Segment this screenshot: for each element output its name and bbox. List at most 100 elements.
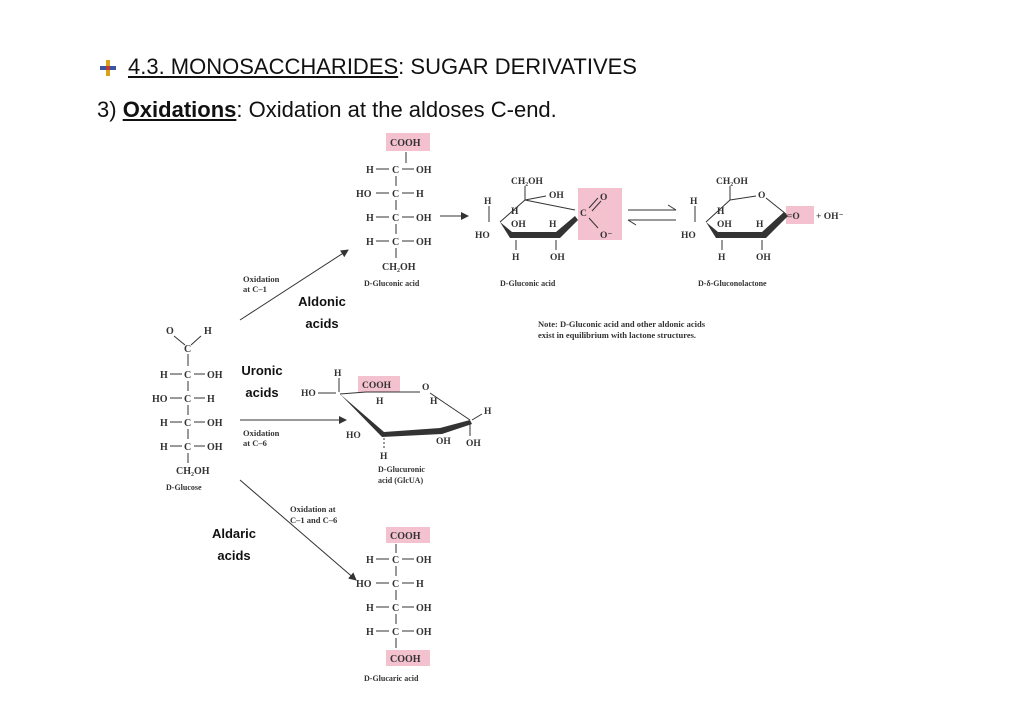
- svg-text:H: H: [366, 603, 374, 614]
- label-aldonic-1: Aldonic: [298, 294, 346, 309]
- svg-text:OH: OH: [207, 442, 223, 453]
- svg-text:H: H: [430, 397, 438, 407]
- glucose-row-2: HO C H: [152, 394, 215, 415]
- glucaric-row-1: H C OH: [366, 555, 432, 576]
- gluconolactone: CH₂OH O H H OH H HO H OH =O + OH⁻ D-δ-Gl…: [681, 177, 844, 288]
- svg-text:OH: OH: [511, 220, 526, 230]
- subtitle-bold: Oxidations: [122, 97, 237, 122]
- svg-text:H: H: [366, 627, 374, 638]
- svg-text:HO: HO: [301, 389, 316, 399]
- title-number: 4.3. MONOSACCHARIDES: [128, 54, 399, 79]
- svg-text:C: C: [184, 394, 191, 405]
- svg-text:H: H: [366, 213, 374, 224]
- svg-text:C: C: [392, 189, 399, 200]
- glucose-h: H: [204, 326, 212, 337]
- lactone-name: D-δ-Gluconolactone: [698, 279, 767, 288]
- svg-text:OH: OH: [756, 253, 771, 263]
- svg-text:C: C: [184, 418, 191, 429]
- equilibrium-arrows: [627, 204, 677, 226]
- svg-text:HO: HO: [346, 431, 361, 441]
- svg-text:H: H: [334, 369, 342, 379]
- svg-text:C: C: [392, 213, 399, 224]
- svg-text:OH: OH: [550, 253, 565, 263]
- svg-text:H: H: [366, 237, 374, 248]
- glucaric-row-3: H C OH: [366, 603, 432, 624]
- arrow-both-line1: Oxidation at: [290, 504, 336, 514]
- svg-text:OH: OH: [207, 370, 223, 381]
- svg-text:H: H: [756, 220, 764, 230]
- svg-text:C: C: [392, 603, 399, 614]
- svg-text:H: H: [416, 189, 424, 200]
- subtitle: 3) Oxidations: Oxidation at the aldoses …: [97, 97, 557, 123]
- svg-text:OH: OH: [416, 165, 432, 176]
- svg-text:H: H: [512, 253, 520, 263]
- svg-text:HO: HO: [475, 231, 490, 241]
- slide-title: 4.3. MONOSACCHARIDES: SUGAR DERIVATIVES: [128, 54, 637, 80]
- gluconic-row-4: H C OH: [366, 237, 432, 258]
- svg-text:C: C: [392, 579, 399, 590]
- svg-text:OH: OH: [416, 555, 432, 566]
- svg-text:OH: OH: [416, 237, 432, 248]
- gluconic-row-2: HO C H: [356, 189, 424, 210]
- glucaric-row-2: HO C H: [356, 579, 424, 600]
- gluconic-bottom: CH₂OH: [382, 262, 416, 273]
- label-uronic-2: acids: [245, 385, 278, 400]
- svg-text:+ OH⁻: + OH⁻: [816, 212, 844, 222]
- svg-text:H: H: [160, 418, 168, 429]
- arrow-c1-line1: Oxidation: [243, 274, 280, 284]
- subtitle-prefix: 3): [97, 97, 123, 122]
- glucaric-row-4: H C OH: [366, 627, 432, 648]
- glucose-row-3: H C OH: [160, 418, 223, 439]
- svg-text:exist in equilibrium with lact: exist in equilibrium with lactone struct…: [538, 330, 696, 340]
- svg-text:OH: OH: [207, 418, 223, 429]
- svg-text:Note: D-Gluconic acid and othe: Note: D-Gluconic acid and other aldonic …: [538, 319, 706, 329]
- svg-text:H: H: [484, 407, 492, 417]
- svg-text:C: C: [392, 627, 399, 638]
- category-labels: Aldonic acids Uronic acids Aldaric acids: [212, 294, 346, 563]
- note-text: Note: D-Gluconic acid and other aldonic …: [538, 319, 706, 340]
- gluconic-ring-ch2oh: CH₂OH: [511, 177, 543, 187]
- svg-text:H: H: [160, 370, 168, 381]
- arrow-both-line2: C–1 and C–6: [290, 515, 337, 525]
- title-rest: : SUGAR DERIVATIVES: [398, 54, 637, 79]
- label-aldaric-1: Aldaric: [212, 526, 256, 541]
- svg-text:OH: OH: [466, 439, 481, 449]
- svg-text:H: H: [718, 253, 726, 263]
- svg-text:H: H: [416, 579, 424, 590]
- glucose-o: O: [166, 326, 174, 337]
- svg-text:C: C: [392, 555, 399, 566]
- glucaric-top: COOH: [390, 531, 421, 542]
- svg-text:O: O: [600, 193, 607, 203]
- svg-text:OH: OH: [416, 213, 432, 224]
- svg-text:OH: OH: [436, 437, 451, 447]
- svg-text:H: H: [380, 452, 388, 462]
- svg-text:C: C: [392, 237, 399, 248]
- lactone-ch2oh: CH₂OH: [716, 177, 748, 187]
- svg-text:H: H: [207, 394, 215, 405]
- subtitle-rest: : Oxidation at the aldoses C-end.: [236, 97, 557, 122]
- svg-text:H: H: [717, 207, 725, 217]
- gluconic-row-1: H C OH: [366, 165, 432, 186]
- glucose-c1: C: [184, 344, 191, 355]
- svg-text:H: H: [511, 207, 519, 217]
- gluconic-name: D-Gluconic acid: [364, 279, 420, 288]
- glucose-row-4: H C OH: [160, 442, 223, 463]
- glucuronic-acid: H COOH HO O H H H HO OH OH H D-Glucuroni…: [301, 369, 492, 485]
- svg-text:C: C: [580, 209, 587, 219]
- glucaric-acid: COOH H C OH HO C H H C OH H: [356, 527, 432, 683]
- svg-text:O: O: [758, 191, 765, 201]
- gluconic-chain: COOH H C OH HO C H H C OH H: [356, 133, 432, 288]
- svg-text:H: H: [366, 555, 374, 566]
- glucose-row-1: H C OH: [160, 370, 223, 391]
- svg-text:O: O: [422, 383, 429, 393]
- arrow-c1-line2: at C–1: [243, 284, 267, 294]
- svg-text:H: H: [549, 220, 557, 230]
- svg-text:COOH: COOH: [362, 381, 392, 391]
- svg-text:HO: HO: [152, 394, 168, 405]
- glucaric-bottom: COOH: [390, 654, 421, 665]
- svg-text:C: C: [184, 370, 191, 381]
- bullet-icon: [100, 60, 116, 76]
- svg-text:OH: OH: [717, 220, 732, 230]
- svg-text:H: H: [366, 165, 374, 176]
- label-uronic-1: Uronic: [241, 363, 282, 378]
